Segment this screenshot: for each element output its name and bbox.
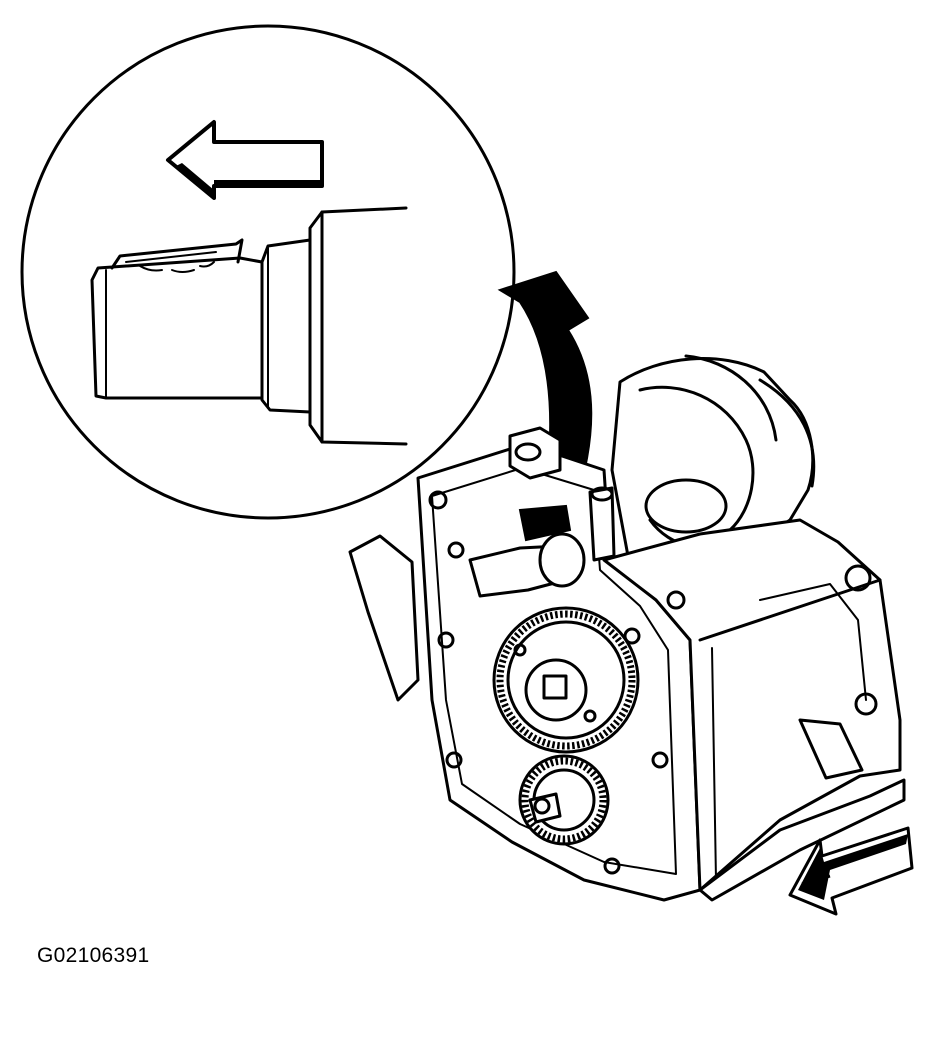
- engine-block: [348, 354, 906, 902]
- figure-id-label: G02106391: [37, 944, 150, 967]
- left-arrow-outline-icon: [166, 120, 324, 200]
- camshaft-gear: [492, 606, 640, 754]
- left-arrow-shaded-icon: [788, 826, 914, 916]
- crankshaft-gear: [518, 754, 610, 846]
- magnifier-circle: [20, 24, 516, 520]
- rod-bearing: [644, 478, 728, 534]
- camshaft-nose: [468, 504, 586, 598]
- magnified-detail: [20, 24, 516, 520]
- camshaft-detail: [90, 206, 408, 446]
